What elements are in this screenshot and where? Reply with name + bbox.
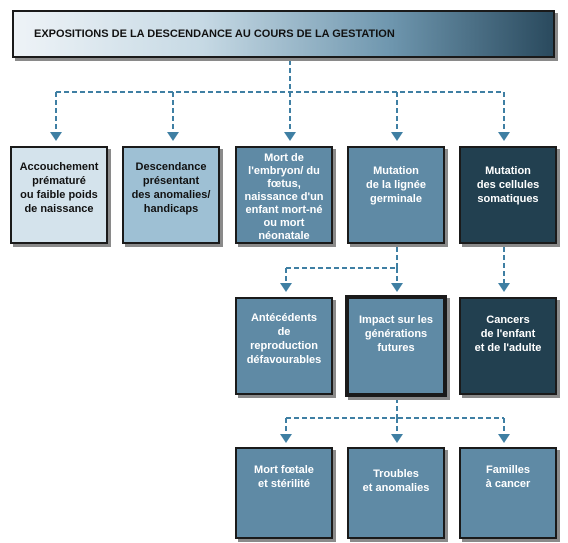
box-disorders-anomalies-text: Troubles et anomalies: [362, 468, 430, 494]
box-somatic-mutation: Mutation des cellules somatiques: [459, 146, 557, 244]
box-premature-birth: Accouchement prématuré ou faible poids d…: [10, 146, 108, 244]
box-offspring-anomalies-text: Descendance présentant des anomalies/ ha…: [131, 161, 211, 215]
box-cancers-text: Cancers de l'enfant et de l'adulte: [474, 314, 542, 354]
box-germline-mutation-text: Mutation de la lignée germinale: [366, 165, 426, 205]
box-adverse-reproduction-text: Antécédents de reproduction défavourable…: [246, 312, 322, 366]
box-cancer-families-text: Familles à cancer: [485, 464, 531, 490]
box-fetal-death-sterility: Mort fœtale et stérilité: [235, 447, 333, 539]
box-embryo-death-text: Mort de l'embryon/ du fœtus, naissance d…: [244, 152, 324, 242]
box-disorders-anomalies: Troubles et anomalies: [347, 447, 445, 539]
box-premature-birth-text: Accouchement prématuré ou faible poids d…: [19, 161, 99, 215]
box-embryo-death: Mort de l'embryon/ du fœtus, naissance d…: [235, 146, 333, 244]
box-fetal-death-sterility-text: Mort fœtale et stérilité: [254, 464, 314, 490]
box-offspring-anomalies: Descendance présentant des anomalies/ ha…: [122, 146, 220, 244]
diagram-title: EXPOSITIONS DE LA DESCENDANCE AU COURS D…: [12, 10, 555, 58]
box-adverse-reproduction: Antécédents de reproduction défavourable…: [235, 297, 333, 395]
diagram-title-text: EXPOSITIONS DE LA DESCENDANCE AU COURS D…: [34, 28, 395, 40]
box-somatic-mutation-text: Mutation des cellules somatiques: [476, 165, 540, 205]
box-future-generations-text: Impact sur les générations futures: [359, 314, 433, 354]
box-future-generations: Impact sur les générations futures: [347, 297, 445, 395]
box-cancers: Cancers de l'enfant et de l'adulte: [459, 297, 557, 395]
box-cancer-families: Familles à cancer: [459, 447, 557, 539]
box-germline-mutation: Mutation de la lignée germinale: [347, 146, 445, 244]
